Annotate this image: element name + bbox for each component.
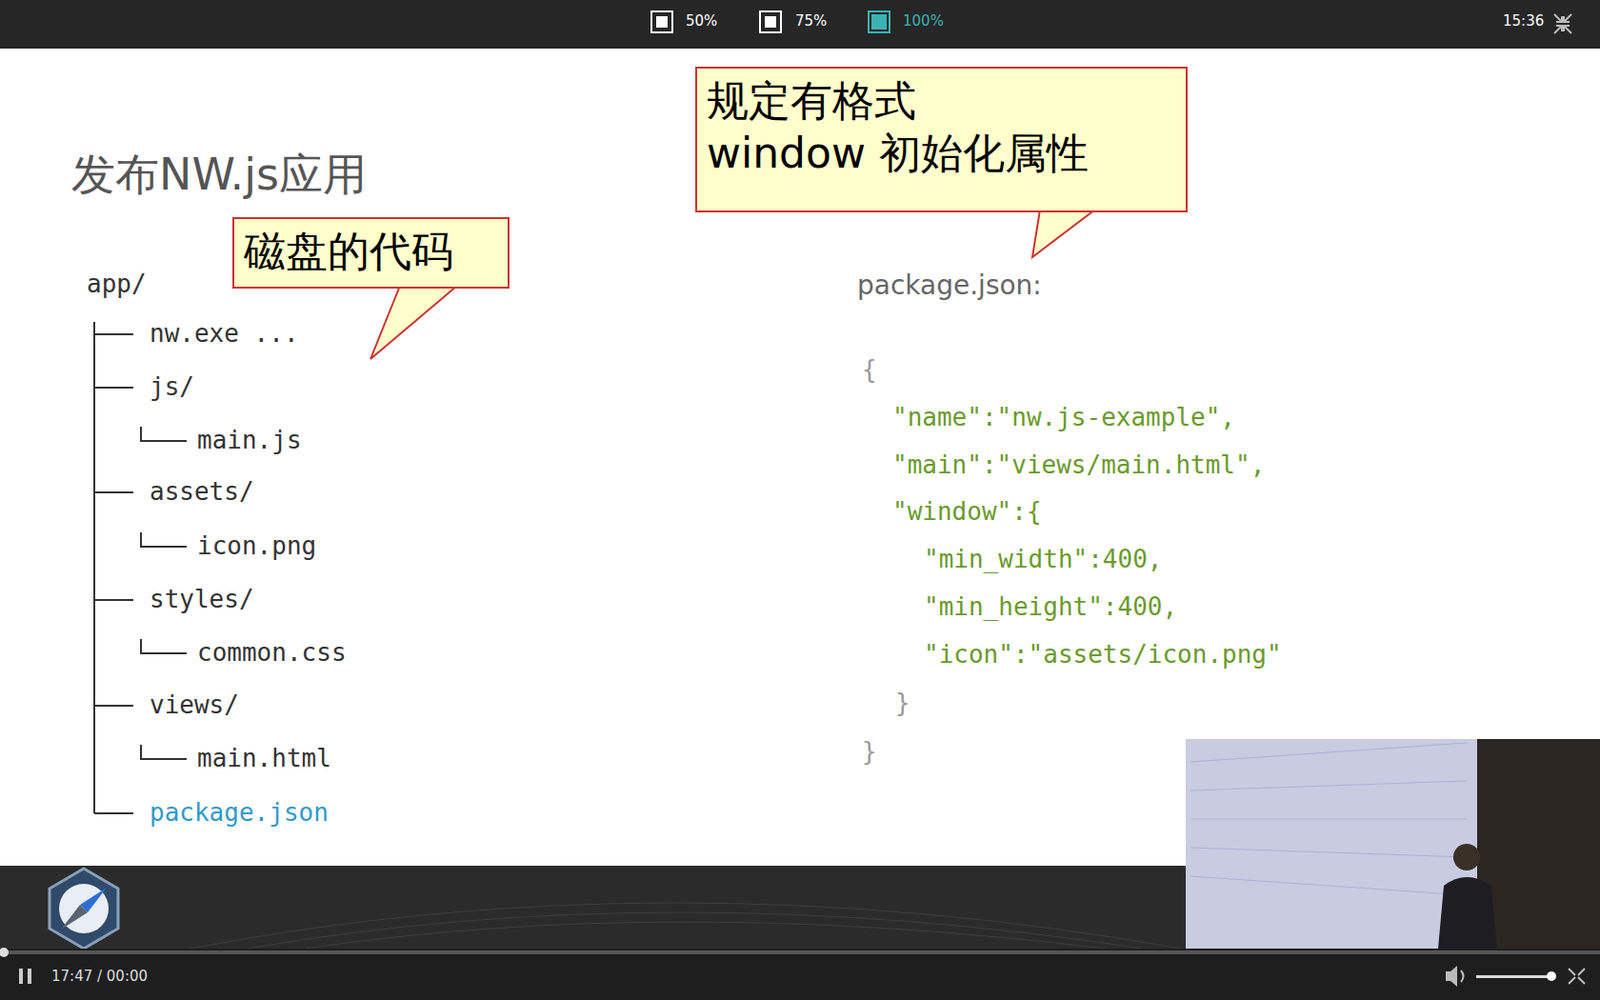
volume-knob [1546,971,1557,981]
tree-item: assets/ [149,477,255,507]
inset-video [1185,739,1600,949]
callout-text: 磁盘的代码 [243,224,499,278]
inset-screen [1190,742,1467,896]
callout-text: 规定有格式 [706,74,1177,127]
size-icon [651,11,673,33]
code-line: } [861,737,878,767]
tree-item: icon.png [197,531,317,561]
size-icon [656,16,668,28]
volume-icon [1460,970,1464,982]
code-line: } [895,688,911,719]
code-line: "icon":"assets/icon.png" [923,640,1282,670]
pause-icon [27,968,32,984]
progress-bar [0,950,1600,955]
volume-icon [1445,965,1458,987]
code-line: "min_height":400, [923,592,1178,622]
tree-item: main.js [197,425,302,456]
size-icon [764,16,777,28]
inset-screen [1185,739,1478,949]
logo [80,887,107,913]
size-icon [760,11,781,33]
logo [59,883,109,934]
code-line: "window":{ [892,497,1042,527]
code-heading: package.json: [857,269,1042,302]
code-line: "main":"views/main.html", [892,450,1265,480]
tree-item: js/ [149,372,195,402]
slide-title: 发布NW.js应用 [71,148,367,201]
control-bar [0,948,1600,1000]
fullscreen-icon [1568,968,1585,984]
progress-knob [0,947,9,958]
callout-box: 规定有格式window 初始化属性 [695,66,1188,213]
volume-slider [1476,975,1552,979]
tree-item: styles/ [149,584,255,615]
size-icon [868,11,890,33]
tree-item: main.html [197,743,332,774]
callout-text: window 初始化属性 [706,126,1177,180]
code-line: "min_width":400, [923,544,1162,575]
speaker-figure [1453,843,1480,871]
collapse-icon [1554,14,1572,34]
tree-item: common.css [197,638,347,668]
time-display: 17:47 / 00:00 [51,967,148,985]
zoom-option: 100% [902,12,944,30]
code-line: { [861,355,878,385]
zoom-option: 50% [685,12,718,30]
tree-item: app/ [86,269,147,300]
logo [49,868,119,949]
pause-icon [19,968,23,984]
tree-item: views/ [149,690,240,720]
clock: 15:36 [1502,12,1544,30]
top-bar [0,0,1600,49]
code-line: "name":"nw.js-example", [892,402,1236,433]
band-pattern [190,902,1181,949]
zoom-option: 75% [795,12,827,30]
callout-box: 磁盘的代码 [232,217,510,289]
tree-item: nw.exe ... [149,319,300,349]
logo [60,904,88,930]
speaker-figure [1438,877,1498,949]
tree-item: package.json [149,798,329,828]
size-icon [871,14,887,30]
callout-tail [1032,209,1096,258]
callout-tail [370,285,458,360]
